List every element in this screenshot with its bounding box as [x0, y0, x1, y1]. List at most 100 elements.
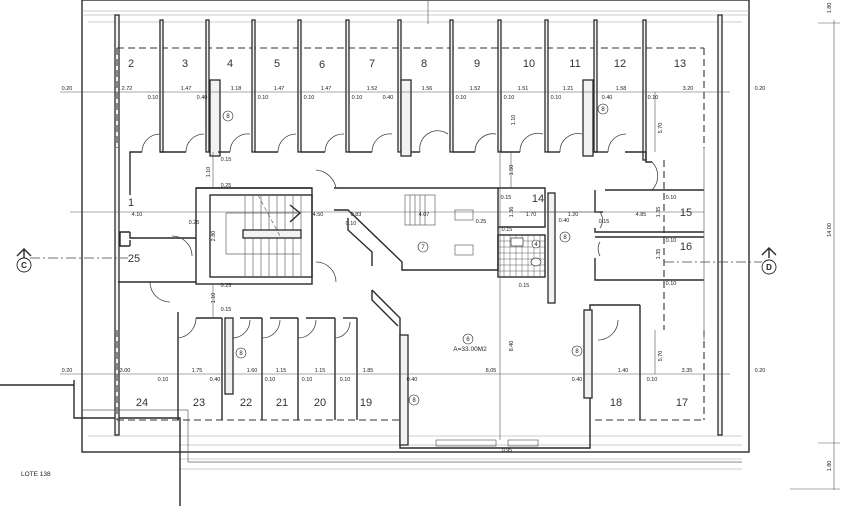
- dimension-label: 0.15: [519, 283, 530, 289]
- dimension-label: 0.83: [351, 212, 362, 218]
- room-widths-bottom: 3.00 1.75 1.60 1.15 1.15 1.85 1.40 3.35 …: [62, 368, 766, 383]
- room-label: 13: [674, 58, 686, 70]
- dimension-label: 0.10: [265, 377, 276, 383]
- dimension-label: 8: [226, 114, 230, 120]
- dimension-label: 0.20: [755, 86, 766, 92]
- dimension-label: 1.20: [568, 212, 579, 218]
- dimension-label: 1.51: [518, 86, 529, 92]
- dimension-label: 0.25: [189, 220, 200, 226]
- bottom-partitions: [177, 305, 641, 420]
- dimension-label: 6: [466, 337, 470, 343]
- dimension-label: 15: [680, 207, 692, 219]
- dimension-label: 0.10: [158, 377, 169, 383]
- dimension-label: 8.05: [486, 368, 497, 374]
- dimension-label: 0.40: [210, 377, 221, 383]
- dimension-label: 16: [680, 241, 692, 253]
- dimension-label: 1.47: [321, 86, 332, 92]
- dimension-label: 7: [421, 245, 425, 251]
- dimension-label: 0.40: [559, 218, 570, 224]
- dimension-label: 4.50: [313, 212, 324, 218]
- dimension-label: 20: [314, 397, 326, 409]
- staircase-main: [119, 187, 313, 285]
- dimension-label: 1.56: [422, 86, 433, 92]
- room-label: 12: [614, 58, 626, 70]
- dimension-label: 1.50: [509, 165, 515, 176]
- dimension-label: 0.20: [755, 368, 766, 374]
- dimension-label: 0.15: [502, 227, 513, 233]
- dimension-label: 21: [276, 397, 288, 409]
- dimension-lines: [60, 20, 840, 490]
- dimension-label: 1.10: [206, 167, 212, 178]
- exterior-walls: [114, 14, 723, 436]
- dimension-label: 4: [534, 242, 538, 248]
- dimension-label: 24: [136, 397, 148, 409]
- hall-room-6: [371, 289, 640, 449]
- dimension-label: 23: [193, 397, 205, 409]
- bathroom: [497, 187, 556, 304]
- dimension-label: 0.10: [304, 95, 315, 101]
- section-marker-d[interactable]: D: [761, 247, 777, 275]
- room-label: 5: [274, 58, 280, 70]
- dimension-label: 1.15: [315, 368, 326, 374]
- section-label-c: C: [21, 261, 27, 270]
- dimension-label: 0.10: [666, 195, 677, 201]
- dimension-label: 0.20: [62, 86, 73, 92]
- dimension-label: 0.15: [221, 157, 232, 163]
- dimension-label: 1.58: [616, 86, 627, 92]
- dimension-label: 0.10: [302, 377, 313, 383]
- top-rooms-outline: [116, 47, 705, 421]
- dimension-label: 0.10: [258, 95, 269, 101]
- dimension-label: 19: [360, 397, 372, 409]
- dimension-label: 1.35: [656, 249, 662, 260]
- dimension-label: 0.10: [352, 95, 363, 101]
- top-corridor-wall: [129, 151, 652, 195]
- dimension-label: 14.00: [827, 223, 833, 237]
- dimension-label: 8.40: [509, 341, 515, 352]
- room-tags: 7 4 6 A=33.00M2 8.40 8.05 0.95: [417, 239, 541, 454]
- room-label: 6: [319, 59, 325, 71]
- room-label: 2: [128, 58, 134, 70]
- room-label: 11: [569, 58, 580, 70]
- dimension-label: 0.40: [602, 95, 613, 101]
- dimension-label: 14: [532, 193, 544, 205]
- dimension-label: 1.70: [526, 212, 537, 218]
- dimension-label: 1.36: [509, 207, 515, 218]
- dimension-label: 0.10: [148, 95, 159, 101]
- dimension-label: 1: [128, 197, 134, 209]
- stair-room-7: [315, 169, 499, 283]
- dimension-label: 8: [601, 107, 605, 113]
- dimension-label: 0.10: [346, 221, 357, 227]
- dimension-label: 8: [239, 351, 243, 357]
- dimension-label: 1.85: [363, 368, 374, 374]
- dimension-label: 0.10: [666, 238, 677, 244]
- dimension-label: 0.25: [221, 283, 232, 289]
- room-labels-top: 2 3 4 5 6 7 8 9 10 11 12 13: [128, 58, 686, 71]
- dimension-label: 0.10: [456, 95, 467, 101]
- dimension-label: 0.40: [407, 377, 418, 383]
- dimension-label: 25: [128, 253, 140, 265]
- dimension-label: 0.95: [502, 448, 513, 454]
- dimension-label: 1.47: [181, 86, 192, 92]
- section-marker-c[interactable]: C: [16, 248, 32, 273]
- dimension-label: 0.25: [221, 183, 232, 189]
- room-label: 10: [523, 58, 535, 70]
- dimension-label: 0.10: [648, 95, 659, 101]
- doors-top: [141, 130, 659, 191]
- dimension-label: 1.80: [827, 461, 833, 472]
- room-label: 9: [474, 58, 480, 70]
- dimension-label: 22: [240, 397, 252, 409]
- dimension-label: 8: [575, 349, 579, 355]
- site-boundary: [0, 0, 750, 506]
- dimension-label: 4.85: [636, 212, 647, 218]
- dimension-label: 0.20: [62, 368, 73, 374]
- dimension-label: 18: [610, 397, 622, 409]
- dimension-label: 0.40: [572, 377, 583, 383]
- dimension-label: 1.47: [274, 86, 285, 92]
- room-label: 4: [227, 58, 233, 70]
- dimension-label: 0.15: [599, 219, 610, 225]
- dimension-label: 4.10: [132, 212, 143, 218]
- room-label: 7: [369, 58, 375, 70]
- section-lines: [30, 257, 762, 263]
- left-corridor: [118, 235, 196, 303]
